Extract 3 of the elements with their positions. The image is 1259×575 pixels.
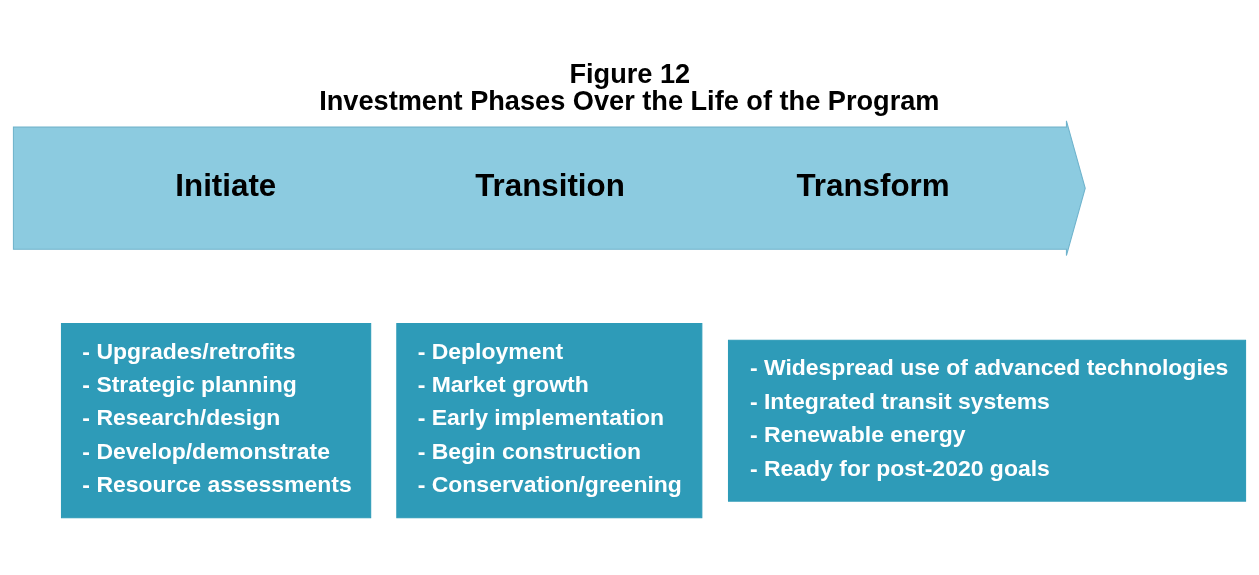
node-box: - Deployment - Market growth - Early implementation - Begin construction - Conservation/greening xyxy=(396,322,703,518)
node-box: - Upgrades/retrofits - Strategic planning - Research/design - Develop/demonstrate - Resource assessments xyxy=(60,322,372,518)
node-box: - Widespread use of advanced technologies - Integrated transit systems - Renewable energy - Ready for post-2020 goals xyxy=(727,339,1247,502)
